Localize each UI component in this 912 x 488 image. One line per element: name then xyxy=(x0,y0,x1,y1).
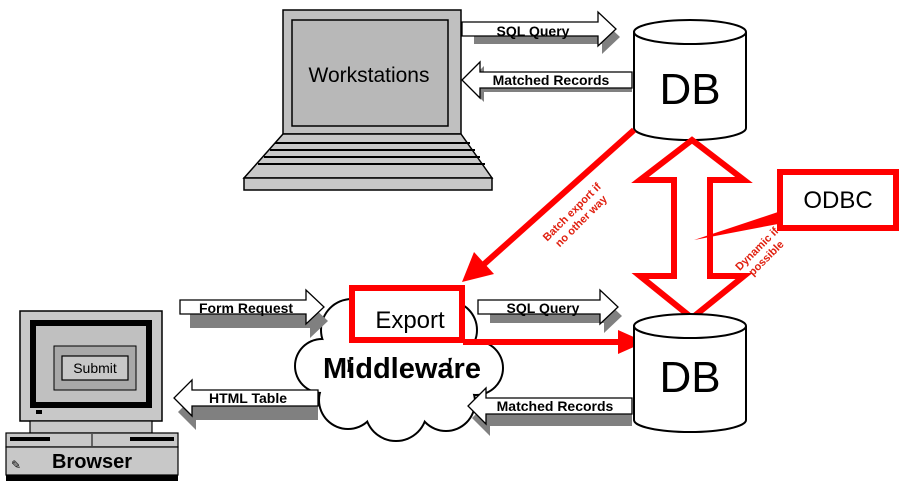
odbc-label: ODBC xyxy=(803,187,872,214)
workstations-label: Workstations xyxy=(309,64,430,87)
matched-records-top-arrow xyxy=(461,60,633,102)
db-bottom-label: DB xyxy=(659,353,720,402)
html-table-arrow xyxy=(173,378,319,430)
middleware-label: Middleware xyxy=(323,353,481,385)
sql-query-bottom-label: SQL Query xyxy=(507,300,580,316)
export-label: Export xyxy=(375,307,445,334)
form-request-label: Form Request xyxy=(199,300,293,316)
export-to-db-arrow xyxy=(463,330,645,354)
browser-label: Browser xyxy=(52,451,132,473)
db-top-cylinder xyxy=(633,19,747,141)
export-box xyxy=(349,285,465,343)
odbc-callout xyxy=(694,169,899,240)
matched-records-top-label: Matched Records xyxy=(493,72,610,88)
submit-label: Submit xyxy=(73,360,117,376)
sql-query-bottom-arrow xyxy=(477,288,622,333)
sql-query-top-arrow xyxy=(461,10,620,54)
matched-records-bottom-arrow xyxy=(467,386,633,436)
matched-records-bottom-label: Matched Records xyxy=(497,398,614,414)
db-top-label: DB xyxy=(659,65,720,114)
form-request-arrow xyxy=(179,288,328,338)
html-table-label: HTML Table xyxy=(209,390,287,406)
browser-base-stripe xyxy=(6,475,178,481)
workstations-laptop xyxy=(242,9,494,191)
pen-icon: ✎ xyxy=(11,458,21,472)
sql-query-top-label: SQL Query xyxy=(497,23,570,39)
db-bottom-cylinder xyxy=(633,313,747,433)
batch-export-arrow xyxy=(462,127,637,282)
submit-button[interactable] xyxy=(61,355,129,381)
batch-annotation: Batch export if no other way xyxy=(541,181,611,250)
